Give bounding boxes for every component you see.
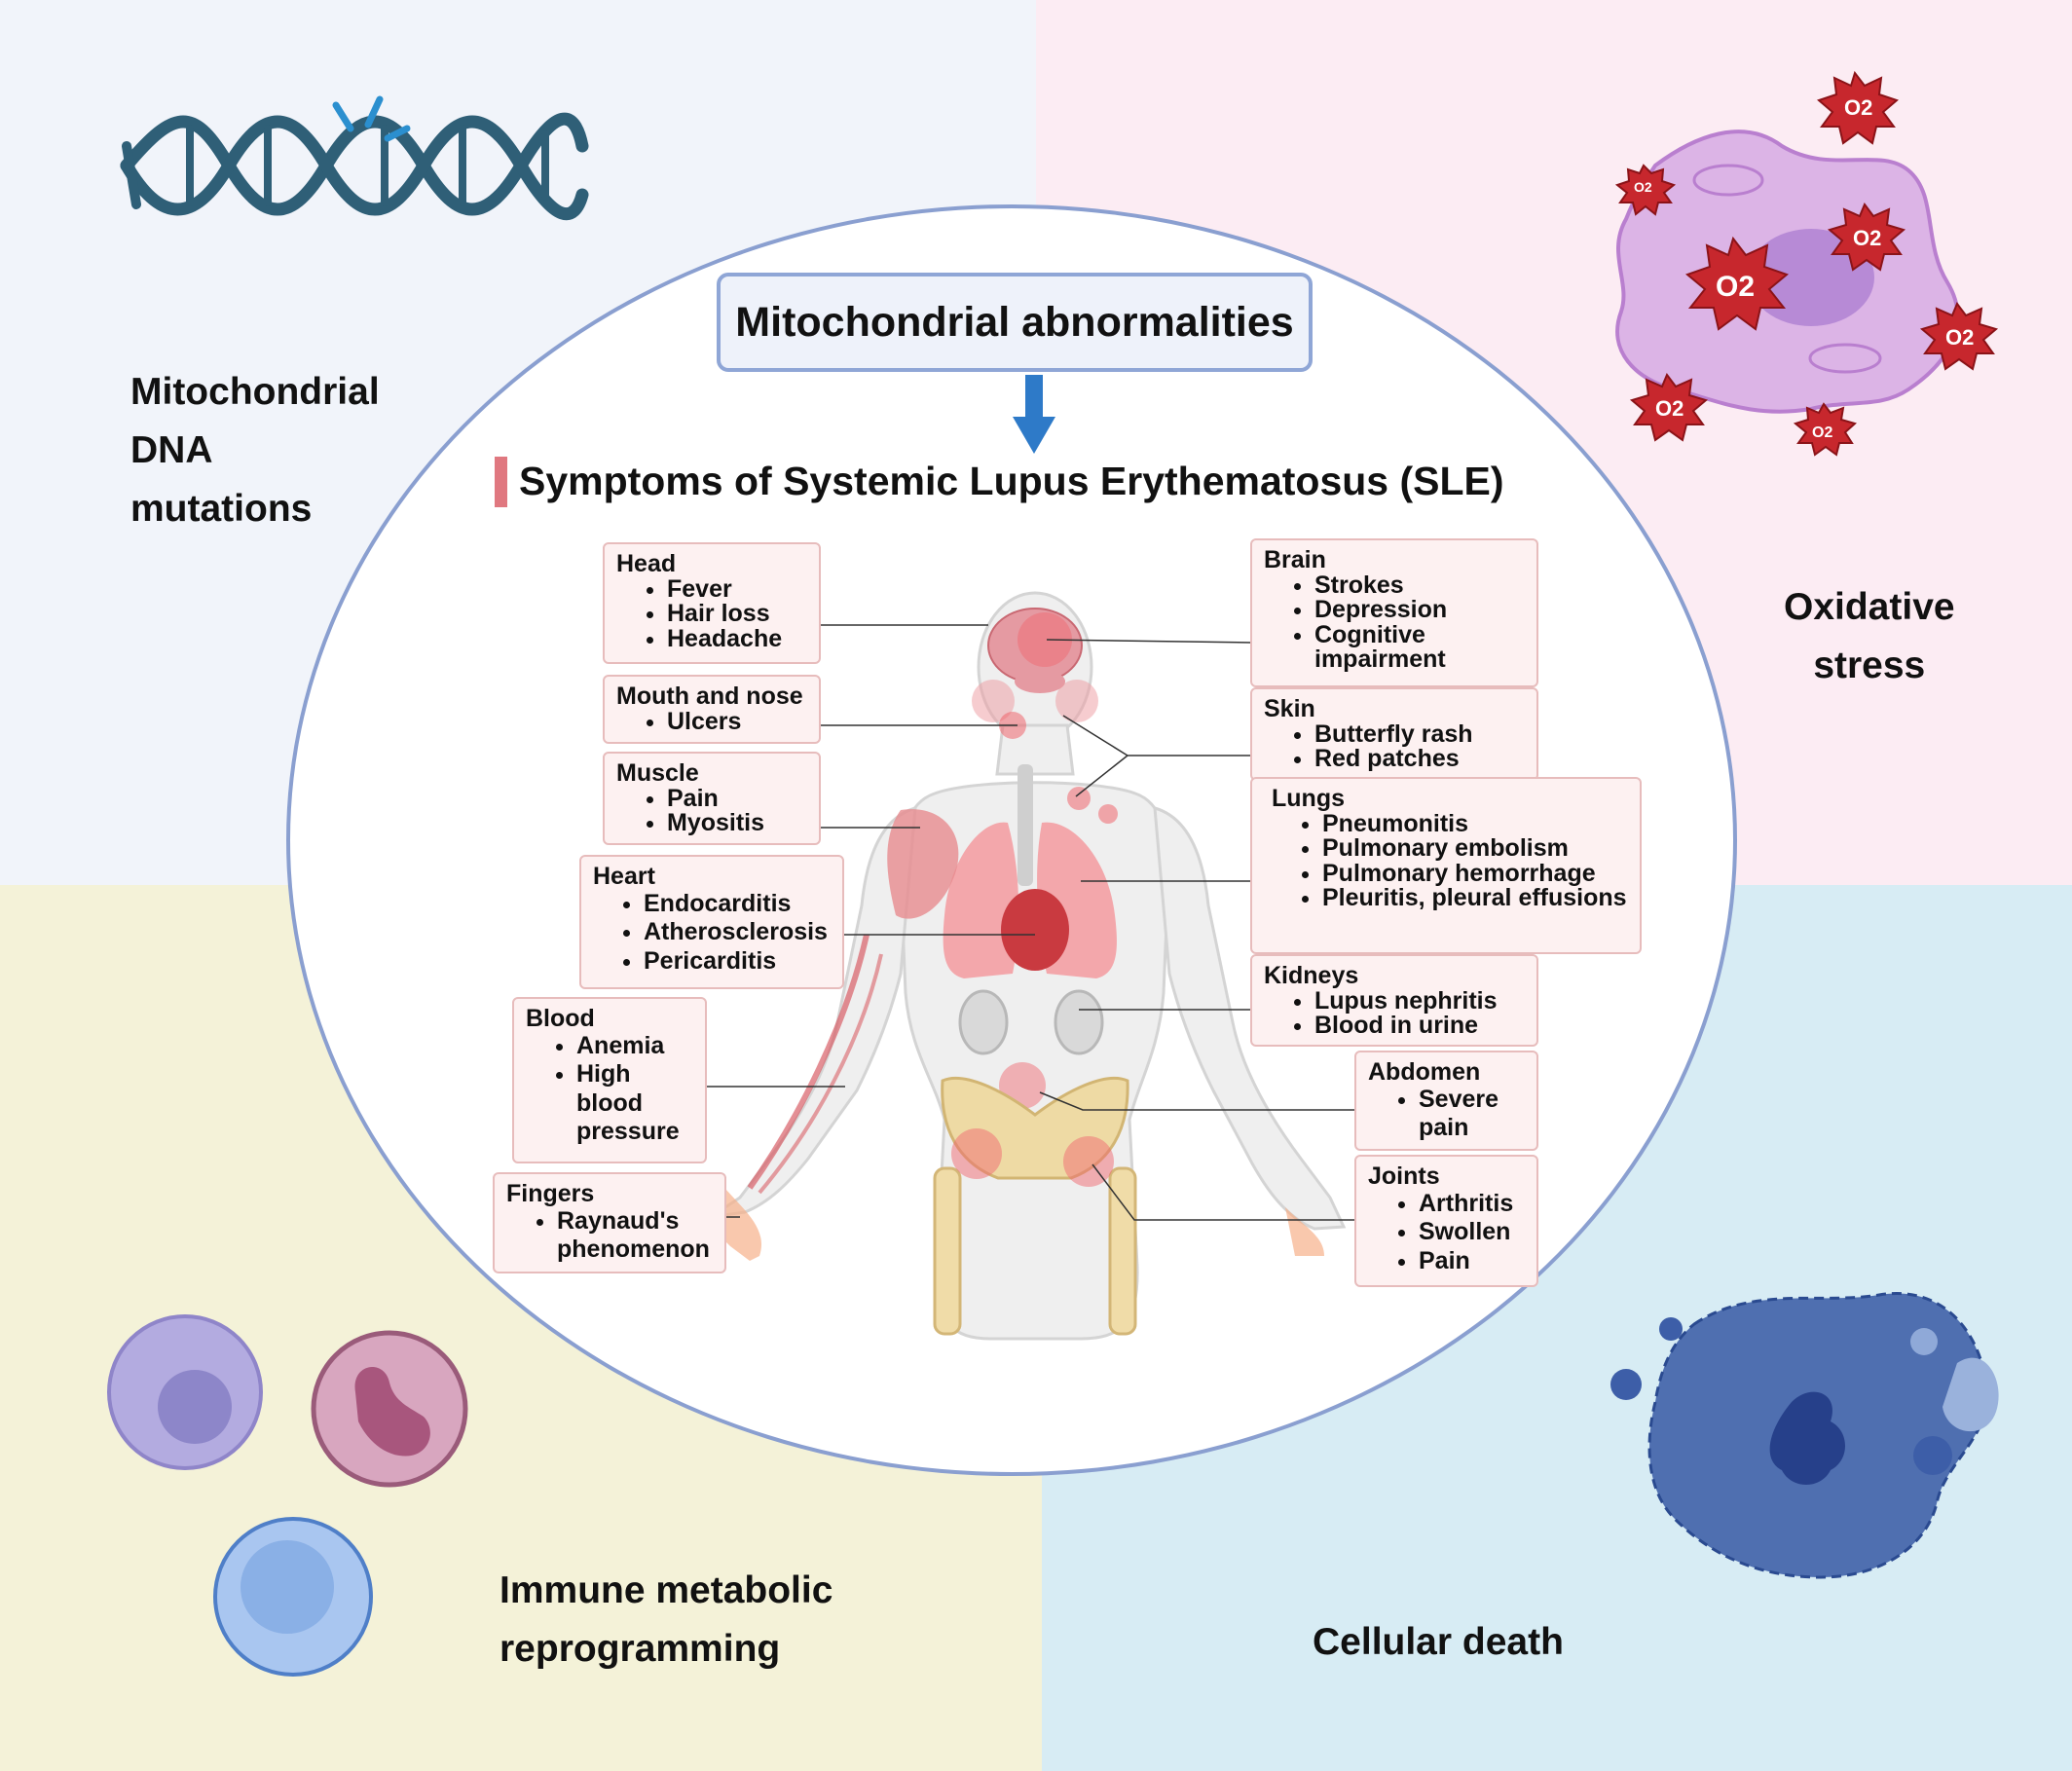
symptom-item: Pulmonary hemorrhage bbox=[1322, 861, 1630, 887]
label-cellular-death: Cellular death bbox=[1313, 1613, 1564, 1672]
organ-title: Joints bbox=[1368, 1162, 1440, 1190]
symptom-item: Swollen bbox=[1419, 1218, 1527, 1247]
organ-title: Head bbox=[616, 550, 677, 577]
symptom-item: Pneumonitis bbox=[1322, 811, 1630, 837]
organ-title: Lungs bbox=[1272, 785, 1345, 812]
heart-icon bbox=[1001, 889, 1069, 971]
label-line: stress bbox=[1813, 645, 1926, 686]
symptom-item: Headache bbox=[667, 626, 809, 652]
symptom-box-fingers: Fingers Raynaud's phenomenon bbox=[493, 1172, 726, 1273]
symptom-box-abdomen: Abdomen Severe pain bbox=[1354, 1051, 1538, 1151]
symptom-item: Hair loss bbox=[667, 601, 809, 627]
symptom-box-kidneys: Kidneys Lupus nephritis Blood in urine bbox=[1250, 954, 1538, 1047]
symptom-box-lungs: Lungs Pneumonitis Pulmonary embolism Pul… bbox=[1250, 777, 1642, 954]
svg-text:O2: O2 bbox=[1655, 396, 1684, 421]
symptom-item: Ulcers bbox=[667, 709, 809, 735]
label-line: DNA bbox=[130, 429, 213, 471]
symptom-item: Cognitive impairment bbox=[1314, 622, 1527, 673]
organ-title: Kidneys bbox=[1264, 962, 1359, 989]
symptom-item: Lupus nephritis bbox=[1314, 988, 1527, 1015]
kidneys-icon bbox=[958, 989, 1104, 1055]
symptom-item: Atherosclerosis bbox=[644, 918, 832, 947]
label-line: mutations bbox=[130, 488, 313, 530]
symptom-box-mouth-nose: Mouth and nose Ulcers bbox=[603, 675, 821, 744]
svg-text:O2: O2 bbox=[1812, 424, 1832, 441]
symptom-item: Endocarditis bbox=[644, 890, 832, 919]
monocyte-blue-icon bbox=[213, 1517, 373, 1677]
label-mtdna-mutations: Mitochondrial DNA mutations bbox=[130, 363, 380, 538]
symptom-item: Myositis bbox=[667, 810, 809, 836]
svg-text:O2: O2 bbox=[1716, 271, 1755, 303]
symptom-item: Pulmonary embolism bbox=[1322, 835, 1630, 862]
organ-title: Muscle bbox=[616, 759, 699, 787]
symptom-item: Butterfly rash bbox=[1314, 721, 1527, 748]
title-accent-bar bbox=[495, 457, 507, 507]
organ-title: Blood bbox=[526, 1005, 595, 1032]
svg-text:O2: O2 bbox=[1844, 95, 1872, 120]
organ-title: Heart bbox=[593, 863, 655, 890]
organ-title: Brain bbox=[1264, 546, 1326, 573]
label-immune-reprogramming: Immune metabolic reprogramming bbox=[500, 1562, 832, 1679]
svg-text:O2: O2 bbox=[1853, 226, 1881, 250]
label-line: Cellular death bbox=[1313, 1621, 1564, 1663]
symptom-box-head: Head Fever Hair loss Headache bbox=[603, 542, 821, 664]
symptom-box-brain: Brain Strokes Depression Cognitive impai… bbox=[1250, 538, 1538, 687]
mitochondrial-abnormalities-box: Mitochondrial abnormalities bbox=[717, 273, 1313, 372]
muscle-shoulder-icon bbox=[887, 809, 959, 919]
symptom-item: High blood pressure bbox=[576, 1060, 695, 1147]
organ-title: Mouth and nose bbox=[616, 683, 803, 710]
symptom-item: Pain bbox=[667, 786, 809, 812]
label-oxidative-stress: Oxidative stress bbox=[1784, 578, 1955, 695]
svg-text:O2: O2 bbox=[1634, 179, 1652, 195]
symptom-item: Pericarditis bbox=[644, 947, 832, 977]
label-line: Mitochondrial bbox=[130, 371, 380, 413]
label-line: Immune metabolic bbox=[500, 1569, 833, 1611]
symptom-item: Red patches bbox=[1314, 746, 1527, 772]
symptom-box-muscle: Muscle Pain Myositis bbox=[603, 752, 821, 845]
symptom-box-heart: Heart Endocarditis Atherosclerosis Peric… bbox=[579, 855, 844, 989]
lymphocyte-lilac-icon bbox=[107, 1314, 263, 1470]
neutrophil-icon bbox=[311, 1330, 468, 1488]
symptom-item: Anemia bbox=[576, 1032, 695, 1061]
organ-title: Skin bbox=[1264, 695, 1315, 722]
trachea-icon bbox=[1018, 764, 1033, 886]
symptom-item: Pleuritis, pleural effusions bbox=[1322, 885, 1630, 911]
symptom-box-skin: Skin Butterfly rash Red patches bbox=[1250, 687, 1538, 781]
symptom-item: Depression bbox=[1314, 597, 1527, 623]
symptom-box-blood: Blood Anemia High blood pressure bbox=[512, 997, 707, 1163]
svg-text:O2: O2 bbox=[1945, 325, 1974, 350]
symptom-item: Arthritis bbox=[1419, 1190, 1527, 1219]
symptom-item: Raynaud's phenomenon bbox=[557, 1207, 715, 1265]
label-line: Oxidative bbox=[1784, 586, 1955, 628]
symptom-box-joints: Joints Arthritis Swollen Pain bbox=[1354, 1155, 1538, 1287]
label-line: reprogramming bbox=[500, 1628, 781, 1670]
center-title: Mitochondrial abnormalities bbox=[735, 298, 1294, 346]
symptom-item: Pain bbox=[1419, 1247, 1527, 1276]
sle-symptoms-title: Symptoms of Systemic Lupus Erythematosus… bbox=[519, 459, 1504, 503]
organ-title: Abdomen bbox=[1368, 1058, 1481, 1086]
organ-title: Fingers bbox=[506, 1180, 595, 1207]
symptom-item: Severe pain bbox=[1419, 1086, 1527, 1143]
symptom-item: Strokes bbox=[1314, 572, 1527, 599]
symptom-item: Blood in urine bbox=[1314, 1013, 1527, 1039]
symptom-item: Fever bbox=[667, 576, 809, 603]
